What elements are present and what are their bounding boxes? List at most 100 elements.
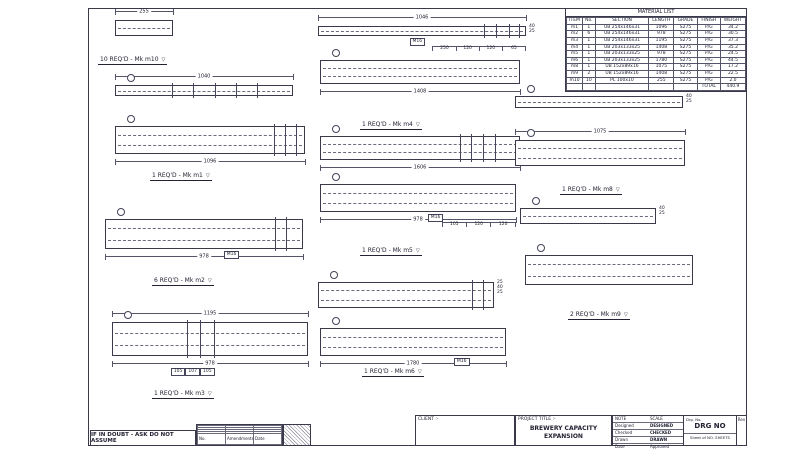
material-list-cell: S275 xyxy=(673,36,698,45)
beam-outline xyxy=(115,20,173,36)
centerline xyxy=(323,143,517,145)
weld-flag-icon: ▽ xyxy=(415,248,420,254)
material-list-cell: S275 xyxy=(673,43,698,52)
chain-dim-value: 65 xyxy=(502,46,527,51)
material-list-cell: UB 203x133x25 xyxy=(594,50,650,58)
dimension-value: 978 xyxy=(411,216,425,223)
beam-outline xyxy=(318,24,526,38)
dimension-value: 1195 xyxy=(201,310,219,317)
dimension-value: 1075 xyxy=(591,128,609,135)
material-list-cell: 978 xyxy=(648,30,675,38)
dimension-line: 978 xyxy=(320,216,517,223)
mark-label: 1 REQ'D - Mk m5▽ xyxy=(360,247,422,256)
mark-label: 1 REQ'D - Mk m4▽ xyxy=(360,121,422,130)
material-list-cell: m3 xyxy=(565,36,584,45)
centerline xyxy=(323,152,517,154)
beam-outline xyxy=(105,217,303,251)
material-list-total-cell: 440.9 xyxy=(719,83,747,91)
material-list-cell: m8 xyxy=(565,63,584,71)
material-list-cell: UB 254x146x31 xyxy=(594,36,650,45)
checked-row: Checked CHECKED xyxy=(613,430,683,437)
material-list-cell: 35.2 xyxy=(719,43,747,52)
mark-label: 6 REQ'D - Mk m2▽ xyxy=(152,277,214,286)
mark-label: 1 REQ'D - Mk m1▽ xyxy=(150,172,212,181)
checked-label: Checked xyxy=(615,430,633,435)
beam-outline xyxy=(115,124,305,156)
hole-tick xyxy=(472,280,474,310)
material-list-cell: P/G xyxy=(696,23,721,32)
beam-outline xyxy=(112,320,308,358)
material-list-total-cell xyxy=(582,83,596,91)
material-list-cell: UB 203x133x25 xyxy=(594,43,650,52)
hole-tick xyxy=(256,83,258,98)
scale-label: SCALE xyxy=(650,416,663,421)
hole-tick xyxy=(193,83,195,98)
dimension-line: 1096 xyxy=(115,158,306,165)
centerline xyxy=(118,145,302,147)
material-list-cell: UB 254x146x31 xyxy=(594,23,650,32)
material-list-cell: 2.0 xyxy=(719,76,747,85)
material-list-cell: m2 xyxy=(565,30,584,38)
dimension-line: 978 xyxy=(105,254,304,260)
rev-box: Rev xyxy=(737,417,746,422)
checked-value: CHECKED xyxy=(650,430,672,435)
material-list-cell: 1 xyxy=(582,56,596,65)
material-list-header-cell: No. xyxy=(582,17,596,25)
amendment-header-cell: No. xyxy=(197,433,226,445)
material-list-cell: 1780 xyxy=(648,56,675,65)
date-approved-row: Date Approved xyxy=(613,444,683,450)
material-list-total-cell xyxy=(648,83,675,91)
beam-view-m4-elev: 1408 xyxy=(320,49,521,95)
material-list-cell: S275 xyxy=(673,50,698,58)
end-dim-value: 40 xyxy=(686,94,692,99)
dimension-line: 1195 xyxy=(112,310,309,317)
material-list-cell: S275 xyxy=(673,56,698,65)
material-list-cell: 1 xyxy=(582,43,596,52)
material-list-cell: S275 xyxy=(673,30,698,38)
hole-tick xyxy=(235,83,237,98)
material-list-cell: S275 xyxy=(673,70,698,78)
section-tag-circle xyxy=(332,125,340,133)
material-list-cell: 1408 xyxy=(648,43,675,52)
centerline xyxy=(323,336,503,338)
title-block: NOTE SCALE Designed DESIGNED Checked CHE… xyxy=(612,415,747,449)
material-list-cell: m9 xyxy=(565,70,584,78)
end-dim-value: 25 xyxy=(529,29,535,35)
hole-tick xyxy=(518,24,520,38)
boxed-note-tag: M16 xyxy=(223,251,240,259)
section-tag-circle xyxy=(330,271,338,279)
beam-outline xyxy=(318,280,494,310)
client-box: CLIENT :- xyxy=(415,415,515,446)
dimension-value: 978 xyxy=(203,360,217,367)
material-list-cell: 1 xyxy=(582,36,596,45)
drawn-row: Drawn DRAWN xyxy=(613,437,683,444)
centerline xyxy=(518,157,682,159)
dimension-line: 978 xyxy=(112,360,309,367)
amendment-header-cell: Amendments xyxy=(225,433,254,445)
date-label: Date xyxy=(615,444,625,449)
dimension-value: 1096 xyxy=(201,158,219,165)
material-list-title: MATERIAL LIST xyxy=(566,9,746,17)
mark-label: 10 REQ'D - Mk m10▽ xyxy=(98,56,168,65)
beam-outline xyxy=(320,60,520,84)
mark-label: 1 REQ'D - Mk m8▽ xyxy=(560,186,622,195)
material-list-cell: m10 xyxy=(565,76,584,85)
beam-outline xyxy=(320,184,516,212)
boxed-note-tag: M16 xyxy=(409,38,426,46)
material-list-cell: P/G xyxy=(696,30,721,38)
dimension-value: 255 xyxy=(137,8,151,15)
designed-label: Designed xyxy=(615,423,634,428)
centerline xyxy=(523,216,653,217)
hole-tick xyxy=(273,124,275,156)
material-list-cell: 6 xyxy=(582,30,596,38)
